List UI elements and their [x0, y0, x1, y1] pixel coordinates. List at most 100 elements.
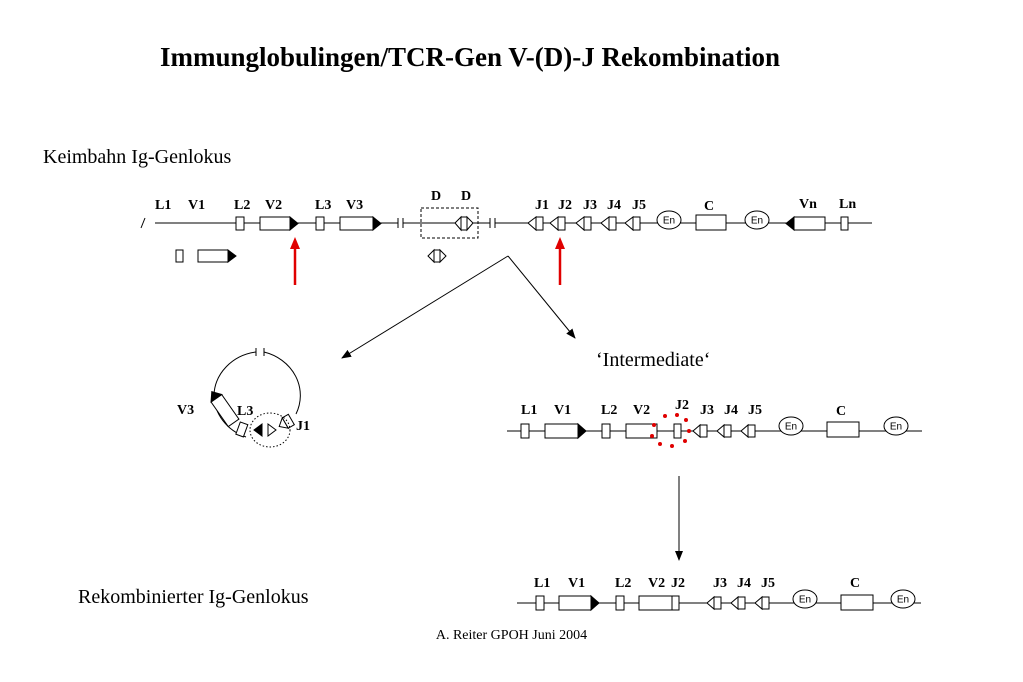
enhancer-icon	[883, 416, 909, 436]
label-j1: J1	[296, 419, 310, 434]
label-v1: V1	[554, 403, 571, 418]
circle-labels: V3 L3 J1	[177, 403, 310, 434]
leader-segment-l1	[175, 249, 184, 263]
j-rss-j1	[527, 216, 537, 232]
j-rss-j4	[730, 595, 739, 611]
leader-segment-l2	[601, 423, 611, 439]
j-segment-j3	[713, 596, 722, 610]
recombined-locus	[517, 589, 921, 612]
intermediate-labels: L1 V1 L2 V2 J2 J3 J4 J5 C En En	[521, 398, 902, 433]
label-j4: J4	[607, 198, 621, 213]
j-segment-j2	[557, 216, 566, 231]
v-segment-v2	[638, 595, 673, 611]
j-segment-j2	[671, 595, 680, 611]
leader-segment-l1	[520, 423, 530, 439]
j-segment-j5	[747, 424, 756, 438]
enhancer-icon	[778, 416, 804, 436]
arrow-to-intermediate	[507, 255, 576, 339]
label-c: C	[850, 576, 860, 591]
j-rss-j3	[575, 216, 585, 232]
leader-segment-l2	[615, 595, 625, 611]
label-l3: L3	[315, 198, 331, 213]
label-v2: V2	[633, 403, 650, 418]
intermediate-title: ‘Intermediate‘	[596, 349, 711, 371]
d-segment-rss-right	[466, 215, 474, 232]
enhancer-label: En	[663, 216, 675, 227]
intermediate-locus	[507, 416, 922, 440]
leader-segment-l1	[535, 595, 545, 611]
recombined-labels: L1 V1 L2 V2 J2 J3 J4 J5 C En En	[534, 576, 909, 606]
v-segment-v1	[558, 595, 592, 611]
label-v1: V1	[568, 576, 585, 591]
label-l1: L1	[521, 403, 537, 418]
label-l2: L2	[234, 198, 250, 213]
v-segment-vn	[793, 216, 826, 231]
leader-segment-ln	[840, 216, 849, 231]
j-segment-j4	[737, 596, 746, 610]
label-j3: J3	[583, 198, 597, 213]
j-rss-j5	[754, 595, 763, 611]
circle-arc	[213, 351, 257, 396]
cut-site-arrowhead	[555, 237, 565, 249]
d-region-box	[420, 207, 479, 239]
enhancer-label: En	[785, 422, 797, 433]
enhancer-icon	[890, 589, 916, 609]
v-segment-v3	[339, 216, 374, 231]
label-j1: J1	[535, 198, 549, 213]
label-v2: V2	[648, 576, 665, 591]
d-segment-rss-right	[439, 248, 447, 264]
coding-joint-dot	[687, 429, 691, 433]
enhancer-label: En	[799, 595, 811, 606]
label-j5: J5	[761, 576, 775, 591]
label-l1: L1	[155, 198, 171, 213]
leader-segment-l3	[315, 216, 325, 231]
rss-triangle	[577, 422, 587, 440]
recombined-locus-title: Rekombinierter Ig-Genlokus	[78, 586, 309, 608]
rss-triangle	[372, 215, 382, 232]
j-rss-j4	[600, 216, 610, 232]
coding-joint-dot	[670, 444, 674, 448]
footer-credit: A. Reiter GPOH Juni 2004	[435, 628, 588, 643]
locus-start-break	[140, 217, 146, 229]
j-segment-j3	[699, 424, 708, 438]
j-rss-j5	[624, 216, 634, 232]
arrow-to-circle	[341, 255, 509, 359]
coding-joint-dot	[683, 439, 687, 443]
j-rss-j2	[549, 216, 559, 232]
coding-joint-dot	[650, 434, 654, 438]
coding-joint-dot	[684, 418, 688, 422]
j-segment-j1	[281, 413, 296, 429]
j-segment-j5	[761, 596, 770, 610]
label-ln: Ln	[839, 197, 856, 212]
page-title: Immunglobulingen/TCR-Gen V-(D)-J Rekombi…	[159, 42, 781, 72]
label-v3: V3	[346, 198, 363, 213]
germline-locus-title: Keimbahn Ig-Genlokus	[43, 146, 232, 168]
label-l3: L3	[237, 404, 253, 419]
enhancer-label: En	[751, 216, 763, 227]
germline-labels: L1 V1 L2 V2 L3 V3 D D J1 J2 J3 J4 J5 C V…	[155, 189, 856, 227]
rss-triangle	[227, 249, 237, 263]
c-segment	[840, 594, 874, 611]
d-segment	[433, 249, 441, 263]
label-j5: J5	[632, 198, 646, 213]
label-v1: V1	[188, 198, 205, 213]
j-segment-j4	[608, 216, 617, 231]
rss-triangle	[253, 423, 263, 437]
label-j4: J4	[724, 403, 738, 418]
j-rss-j5	[740, 423, 749, 439]
v-segment-v1	[197, 249, 229, 263]
label-l1: L1	[534, 576, 550, 591]
coding-joint-dot	[658, 442, 662, 446]
j-rss-j4	[716, 423, 725, 439]
j-rss-j3	[706, 595, 715, 611]
coding-joint-dot	[652, 423, 656, 427]
label-j2: J2	[675, 398, 689, 413]
rss-triangle	[785, 215, 795, 232]
rss-triangle	[210, 391, 223, 403]
process-arrows	[341, 255, 683, 561]
label-d: D	[461, 189, 471, 204]
rss-triangle-open	[267, 423, 277, 437]
coding-joint-dots	[650, 413, 691, 448]
j-segment-j1	[535, 216, 544, 231]
